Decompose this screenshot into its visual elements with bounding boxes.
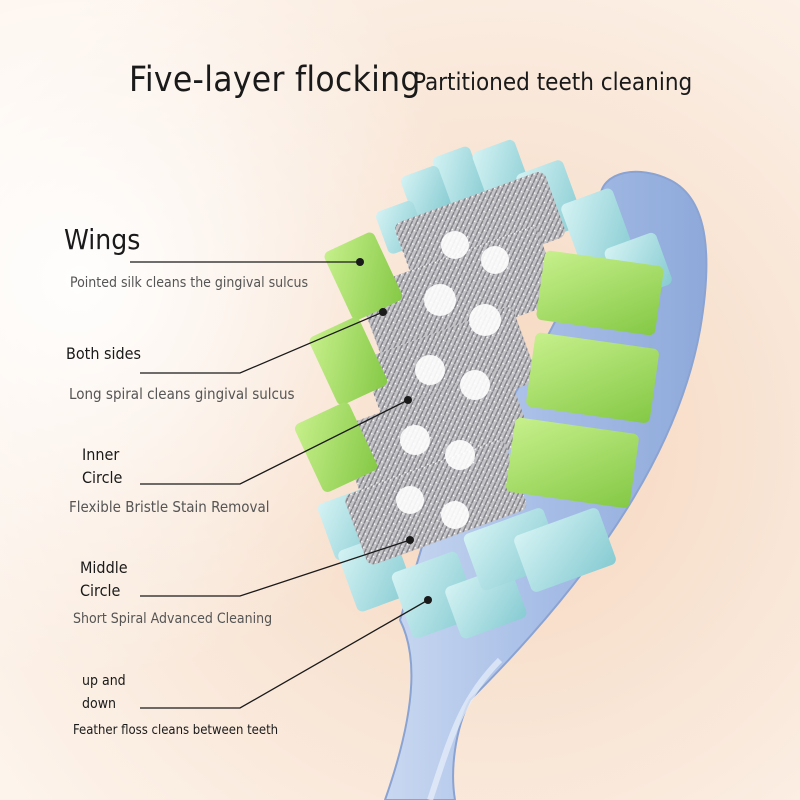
callout-wings-description: Pointed silk cleans the gingival sulcus [70, 275, 309, 291]
callout-middle-circle-label: Middle Circle [80, 556, 128, 602]
leader-lines [130, 261, 429, 709]
callout-middle-circle-line2: Circle [80, 581, 121, 600]
callout-inner-circle-line2: Circle [82, 468, 123, 487]
callout-up-down-description: Feather floss cleans between teeth [73, 723, 279, 738]
callout-inner-circle-label: Inner Circle [82, 443, 122, 489]
page-title: Five-layer flocking [129, 60, 421, 100]
leader-dots [356, 258, 432, 604]
callout-inner-circle-line1: Inner [82, 445, 120, 464]
page-subtitle: Partitioned teeth cleaning [413, 68, 693, 96]
callout-middle-circle-description: Short Spiral Advanced Cleaning [73, 611, 273, 627]
callout-both-sides-description: Long spiral cleans gingival sulcus [69, 385, 295, 403]
callout-both-sides-label: Both sides [66, 344, 142, 363]
callout-up-down-line2: down [82, 696, 116, 712]
callout-middle-circle-line1: Middle [80, 558, 128, 577]
bristles [294, 139, 672, 639]
callout-wings-label: Wings [64, 223, 141, 256]
callout-up-down-line1: up and [82, 673, 126, 689]
callout-up-down-label: up and down [82, 670, 126, 716]
callout-inner-circle-description: Flexible Bristle Stain Removal [69, 498, 270, 516]
